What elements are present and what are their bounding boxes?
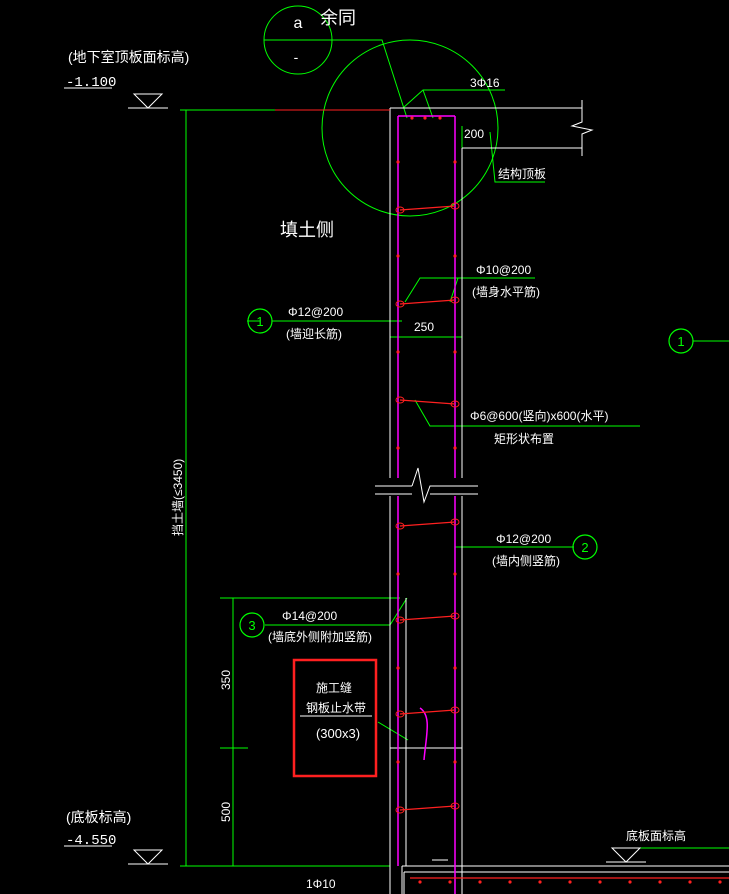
leader-lines (180, 5, 729, 867)
callout-1-right-circle (668, 328, 694, 354)
callout-3-circle (239, 612, 265, 638)
fill-side-label: 填土侧 (280, 220, 334, 240)
tie-spec: Φ6@600(竖向)x600(水平) (470, 408, 608, 423)
tie-desc: 矩形状布置 (494, 432, 554, 446)
inner-bar-spec: Φ12@200 (496, 532, 551, 546)
bottom-bar-label: 1Φ10 (306, 877, 336, 891)
horizontal-bars (399, 205, 729, 879)
inner-bar-desc: (墙内侧竖筋) (492, 553, 560, 568)
joint-size: (300x3) (316, 726, 360, 741)
slab-thickness-label: 200 (464, 127, 484, 141)
top-level-value: -1.100 (66, 75, 116, 91)
bar-dots (396, 116, 722, 884)
top-level-desc: (地下室顶板面标高) (68, 49, 189, 65)
horiz-bar-spec: Φ10@200 (476, 263, 531, 277)
slab-label: 结构顶板 (498, 166, 546, 181)
bottom-level-value: -4.550 (66, 833, 116, 849)
joint-title: 施工缝 (316, 680, 352, 695)
detail-tag-title: 余同 (320, 8, 356, 28)
outer-bar-desc: (墙迎长筋) (286, 326, 342, 341)
added-bar-spec: Φ14@200 (282, 609, 337, 623)
wall-height-label: 挡土墙 (171, 500, 185, 536)
structure-lines (64, 87, 729, 894)
wall-height-dim: (≤3450) (171, 459, 185, 500)
horiz-bar-desc: (墙身水平筋) (472, 284, 540, 299)
bottom-slab-label: 底板面标高 (626, 828, 686, 843)
bottom-level-desc: (底板标高) (66, 809, 131, 825)
callout-2-circle (572, 534, 598, 560)
detail-tag-letter: a (294, 15, 303, 32)
callout-1-right-number: 1 (677, 334, 684, 349)
callout-1-circle (247, 308, 273, 334)
joint-desc: 钢板止水带 (306, 701, 366, 715)
detail-tag-sub: - (294, 49, 299, 65)
top-bars-label: 3Φ16 (470, 76, 500, 90)
vertical-rebars (397, 115, 456, 894)
added-bar-desc: (墙底外侧附加竖筋) (268, 629, 372, 644)
detail-circle (321, 39, 499, 217)
wall-thickness-label: 250 (414, 320, 434, 334)
dim-500: 500 (219, 802, 233, 822)
outer-bar-spec: Φ12@200 (288, 305, 343, 319)
callout-1-number: 1 (256, 314, 263, 329)
construction-joint-highlight-box (292, 658, 378, 778)
callout-3-number: 3 (248, 618, 255, 633)
callout-2-number: 2 (581, 540, 588, 555)
dim-350: 350 (219, 670, 233, 690)
